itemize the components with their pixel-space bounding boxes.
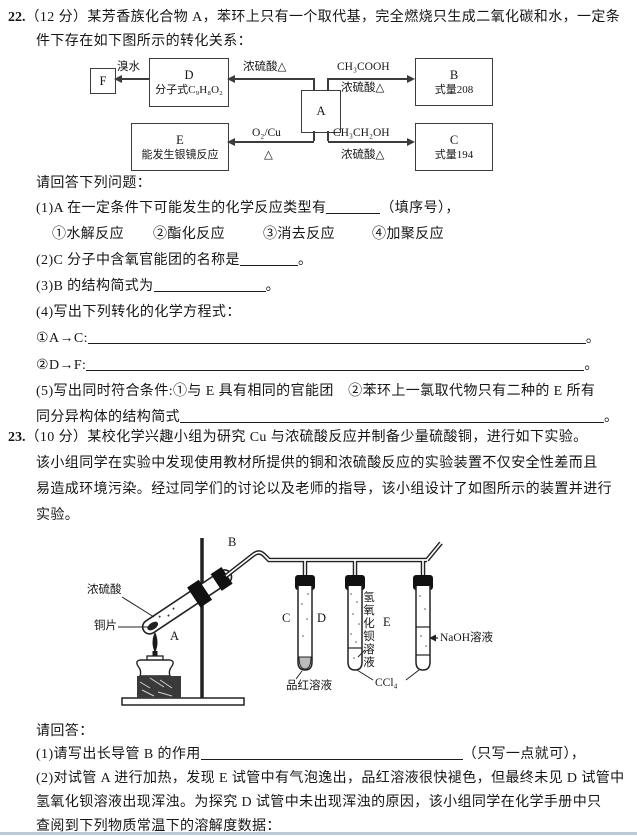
q22-sub1: (1)A 在一定条件下可能发生的化学反应类型有（填序号），: [36, 200, 460, 216]
label-bromine-water: 溴水: [117, 61, 140, 73]
label-a-to-d: 浓硫酸△: [243, 61, 287, 73]
answer-blank: [86, 357, 585, 371]
q22-number: 22.: [8, 10, 26, 25]
label-barium-hydroxide: 氢氧化钡溶液: [362, 591, 374, 669]
stub-a-to-b: [327, 78, 329, 90]
stub-a-to-c: [327, 131, 329, 141]
q23-sub2-line2: 氢氧化钡溶液出现浑浊。为探究 D 试管中未出现浑浊的原因，该小组同学在化学手册中…: [36, 795, 602, 810]
label-ccl4: CCl₄: [375, 677, 398, 689]
stub-a-to-d: [313, 78, 315, 90]
table-top-edge: [0, 832, 637, 835]
label-tube-b: B: [228, 535, 237, 549]
line-a-to-e: [234, 141, 314, 143]
arrow-d-to-f: [114, 75, 122, 83]
answer-blank: [153, 278, 266, 292]
label-a-to-c-top: CH₃CH₂OH: [333, 127, 390, 139]
stub-a-to-e: [313, 131, 315, 141]
answer-blank: [200, 746, 463, 760]
label-fuchsin: 品红溶液: [286, 680, 332, 692]
label-naoh: NaOH溶液: [440, 632, 494, 644]
q23-intro-line4: 实验。: [36, 508, 80, 523]
q23-sub2-line3: 查阅到下列物质常温下的溶解度数据：: [36, 819, 281, 834]
test-tube-e: [405, 575, 438, 681]
label-tube-d: D: [317, 611, 327, 625]
q23-number: 23.: [8, 430, 26, 445]
q23-intro-line3: 易造成环境污染。经过同学们的讨论以及老师的指导，该小组设计了如图所示的装置并进行: [36, 482, 612, 497]
iron-stand: [121, 538, 245, 706]
q23-intro-line2: 该小组同学在实验中发现使用教材所提供的铜和浓硫酸反应的实验装置不仅安全性差而且: [36, 456, 598, 471]
label-copper: 铜片: [94, 620, 117, 632]
apparatus-figure: 浓硫酸 铜片 A B C D E 品红溶液 氢氧化钡溶液 CCl₄ NaOH溶液: [60, 524, 540, 724]
q22-sub4-eq2: ②D→F:。: [36, 357, 599, 373]
line-a-to-c: [328, 141, 407, 143]
label-tube-a: A: [170, 629, 180, 643]
q22-sub4: (4)写出下列转化的化学方程式：: [36, 305, 241, 320]
label-a-to-e-bottom: △: [264, 149, 273, 161]
arrow-a-to-d: [227, 75, 235, 83]
alcohol-lamp: [136, 632, 181, 698]
arrow-a-to-c: [407, 138, 415, 146]
answer-blank: [239, 252, 298, 266]
q23-prompt: 请回答：: [36, 724, 94, 739]
line-d-to-f: [121, 78, 149, 80]
answer-blank: [180, 409, 604, 423]
q23-intro-line1: 23.（10 分）某校化学兴趣小组为研究 Cu 与浓硫酸反应并制备少量硫酸铜，进…: [8, 430, 588, 445]
q22-option-3: ③消去反应: [263, 227, 335, 242]
label-a-to-c-bottom: 浓硫酸△: [341, 149, 385, 161]
test-tube-c: [295, 575, 315, 680]
flow-box-f: F: [90, 68, 116, 94]
label-a-to-e-top: O₂/Cu: [252, 127, 281, 139]
leader-lines: [118, 596, 155, 628]
answer-blank: [326, 200, 381, 214]
q22-prompt: 请回答下列问题：: [36, 176, 152, 191]
label-tube-e: E: [383, 615, 391, 629]
q22-option-4: ④加聚反应: [372, 227, 444, 242]
test-tube-d: [345, 575, 374, 681]
label-a-to-b-bottom: 浓硫酸△: [341, 82, 385, 94]
line-a-to-d: [234, 78, 314, 80]
q23-sub1: (1)请写出长导管 B 的作用（只写一点就可），: [36, 746, 586, 762]
apparatus-drawing: [118, 538, 443, 706]
q23-sub2-line1: (2)对试管 A 进行加热，发现 E 试管中有气泡逸出，品红溶液很快褪色，但最终…: [36, 771, 625, 786]
arrow-a-to-b: [407, 75, 415, 83]
q22-sub2: (2)C 分子中含氧官能团的名称是。: [36, 252, 313, 268]
delivery-pipe: [224, 541, 443, 578]
line-a-to-b: [328, 78, 407, 80]
answer-blank: [87, 330, 586, 344]
q22-sub5-line1: (5)写出同时符合条件:①与 E 具有相同的官能团 ②苯环上一氯取代物只有二种的…: [36, 384, 596, 399]
arrow-a-to-e: [227, 138, 235, 146]
q22-intro-line1: 22.（12 分）某芳香族化合物 A，苯环上只有一个取代基，完全燃烧只生成二氧化…: [8, 10, 621, 25]
label-tube-c: C: [282, 611, 291, 625]
reaction-tube: [141, 566, 233, 635]
q22-sub5-line2: 同分异构体的结构简式。: [36, 409, 619, 425]
q22-sub3: (3)B 的结构简式为。: [36, 278, 280, 294]
q22-sub4-eq1: ①A→C:。: [36, 330, 601, 346]
flow-box-a: A: [301, 90, 341, 133]
label-acid: 浓硫酸: [87, 584, 122, 596]
label-a-to-b-top: CH₃COOH: [337, 61, 390, 73]
q22-option-1: ①水解反应: [52, 227, 124, 242]
q22-intro-line2: 件下存在如下图所示的转化关系：: [36, 34, 252, 49]
q22-option-2: ②酯化反应: [153, 227, 225, 242]
